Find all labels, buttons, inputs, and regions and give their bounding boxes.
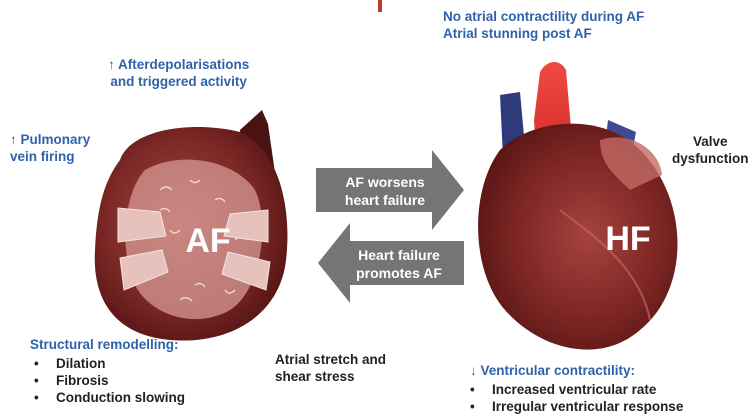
af-label: AF [185,222,230,260]
list-item: Irregular ventricular response [466,398,683,415]
atrium-illustration: AF [95,110,288,341]
valve-dysfunction-label: Valve dysfunction [672,133,749,167]
hf-label: HF [605,220,650,258]
pulmonary-vein-label: ↑ Pulmonary vein firing [10,131,90,165]
ventricular-contractility-list: Increased ventricular rate Irregular ven… [466,381,683,415]
list-item: Conduction slowing [30,389,185,406]
right-arrow-label: AF worsens heart failure [330,173,440,209]
heart-illustration: HF [478,62,677,350]
list-item: Fibrosis [30,372,185,389]
ventricular-contractility-title: ↓ Ventricular contractility: [470,362,635,379]
afterdepolarisations-label: ↑ Afterdepolarisations and triggered act… [108,56,249,90]
atrial-contractility-label: No atrial contractility during AF Atrial… [443,8,644,42]
left-arrow-label: Heart failure promotes AF [344,246,454,282]
structural-remodelling-list: Dilation Fibrosis Conduction slowing [30,355,185,406]
atrial-stretch-label: Atrial stretch and shear stress [275,351,386,385]
list-item: Dilation [30,355,185,372]
structural-remodelling-title: Structural remodelling: [30,336,179,353]
list-item: Increased ventricular rate [466,381,683,398]
